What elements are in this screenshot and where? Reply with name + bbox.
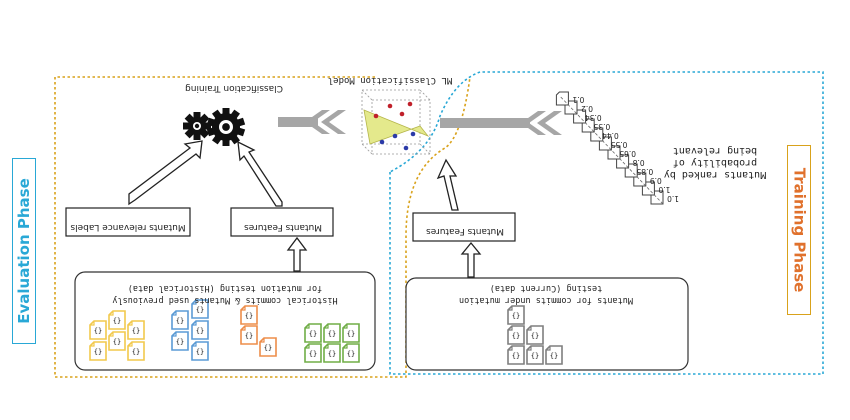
probability-label: 0.2 <box>581 104 593 113</box>
svg-text:{}: {} <box>512 352 520 360</box>
probability-label: 0.44 <box>602 131 619 140</box>
svg-text:{}: {} <box>94 348 102 356</box>
probability-label: 1.0 <box>658 185 670 194</box>
training-phase-label: Training Phase <box>790 167 809 293</box>
svg-text:{}: {} <box>328 350 336 358</box>
training-features-text: Mutants Features <box>244 222 322 232</box>
probability-label: 0.65 <box>619 149 636 158</box>
svg-text:{}: {} <box>309 330 317 338</box>
arrow-current-to-features <box>460 241 482 278</box>
svg-text:{}: {} <box>347 330 355 338</box>
probability-label: 0.9 <box>650 176 662 185</box>
file-icon-green: {} <box>323 343 341 363</box>
file-icon-gray: {} <box>507 345 525 365</box>
training-phase-border <box>54 76 471 378</box>
evaluation-phase-tab: Evaluation Phase <box>12 158 36 344</box>
svg-text:{}: {} <box>309 350 317 358</box>
arrow-labels-to-gears <box>128 140 203 206</box>
historical-data-line1: Historical commits & Mutants used previo… <box>112 295 337 305</box>
svg-text:{}: {} <box>132 327 140 335</box>
ml-model-label: ML Classification Model <box>328 75 453 85</box>
svg-text:{}: {} <box>196 348 204 356</box>
arrow-features-to-gears <box>237 140 283 207</box>
arrow-eval-features-to-model <box>436 158 459 211</box>
arrow-gears-to-model <box>278 110 346 134</box>
file-icon-green: {} <box>323 323 341 343</box>
file-icon-yellow: {} <box>127 320 145 340</box>
file-icon-orange: {} <box>259 337 277 357</box>
file-icon-yellow: {} <box>127 341 145 361</box>
svg-text:{}: {} <box>176 317 184 325</box>
file-icon-gray: {} <box>545 345 563 365</box>
file-icon-blue: {} <box>171 331 189 351</box>
file-icon-blue: {} <box>171 310 189 330</box>
ranked-line3: being relevant <box>673 145 757 156</box>
file-icon-green: {} <box>304 323 322 343</box>
file-icon-orange: {} <box>240 325 258 345</box>
ranked-line2: probability of <box>673 157 757 168</box>
svg-text:{}: {} <box>512 332 520 340</box>
svg-text:{}: {} <box>264 344 272 352</box>
probability-label: 0.8 <box>632 158 644 167</box>
probability-label: 0.1 <box>572 95 584 104</box>
eval-features-text: Mutants Features <box>426 226 504 236</box>
classification-training-label: Classification Training <box>185 83 283 93</box>
file-icon-yellow: {} <box>89 341 107 361</box>
relevance-labels-text: Mutants relevance Labels <box>70 222 186 232</box>
svg-text:{}: {} <box>176 338 184 346</box>
file-icon-gray: {} <box>526 325 544 345</box>
eval-features-box <box>412 212 516 242</box>
svg-text:{}: {} <box>196 306 204 314</box>
file-icon-blue: {} <box>191 320 209 340</box>
gears-icon <box>183 108 246 146</box>
svg-text:{}: {} <box>550 352 558 360</box>
file-icon-yellow: {} <box>108 310 126 330</box>
file-icon-green: {} <box>304 343 322 363</box>
file-icon-orange: {} <box>240 305 258 325</box>
evaluation-phase-border <box>389 71 824 375</box>
svg-text:{}: {} <box>132 348 140 356</box>
svg-text:{}: {} <box>531 332 539 340</box>
file-icon-yellow: {} <box>108 331 126 351</box>
relevance-labels-box <box>65 207 191 237</box>
training-features-box <box>230 207 334 237</box>
file-icon-blue: {} <box>191 341 209 361</box>
svg-text:{}: {} <box>196 327 204 335</box>
svg-text:{}: {} <box>328 330 336 338</box>
probability-label: 0.55 <box>610 140 627 149</box>
current-data-box <box>405 277 689 371</box>
svg-text:{}: {} <box>245 312 253 320</box>
ml-model-cube-icon <box>361 89 431 155</box>
current-data-line1: Mutants for commits under mutation <box>459 295 633 305</box>
svg-text:{}: {} <box>347 350 355 358</box>
probability-label: 1.0 <box>667 194 679 203</box>
file-icon-blue: {} <box>191 299 209 319</box>
historical-data-box <box>74 271 376 371</box>
arrow-history-to-features <box>286 236 308 272</box>
svg-text:{}: {} <box>113 317 121 325</box>
ranked-line1: Mutants ranked by <box>664 169 766 180</box>
file-icon-yellow: {} <box>89 320 107 340</box>
probability-label: 0.85 <box>636 167 653 176</box>
svg-text:{}: {} <box>245 332 253 340</box>
probability-label: 0.35 <box>593 122 610 131</box>
arrow-model-to-ranking <box>440 111 562 135</box>
svg-text:{}: {} <box>113 338 121 346</box>
evaluation-phase-label: Evaluation Phase <box>15 178 34 324</box>
training-phase-tab: Training Phase <box>787 145 811 315</box>
svg-text:{}: {} <box>94 327 102 335</box>
svg-text:{}: {} <box>531 352 539 360</box>
svg-text:{}: {} <box>512 312 520 320</box>
historical-data-line2: for mutation testing (Historical data) <box>128 283 322 293</box>
file-icon-gray: {} <box>507 305 525 325</box>
file-icon-green: {} <box>342 323 360 343</box>
file-icon-green: {} <box>342 343 360 363</box>
file-icon-gray: {} <box>507 325 525 345</box>
current-data-line2: testing (Current data) <box>490 283 603 293</box>
file-icon-gray: {} <box>526 345 544 365</box>
probability-label: 0.34 <box>585 113 602 122</box>
